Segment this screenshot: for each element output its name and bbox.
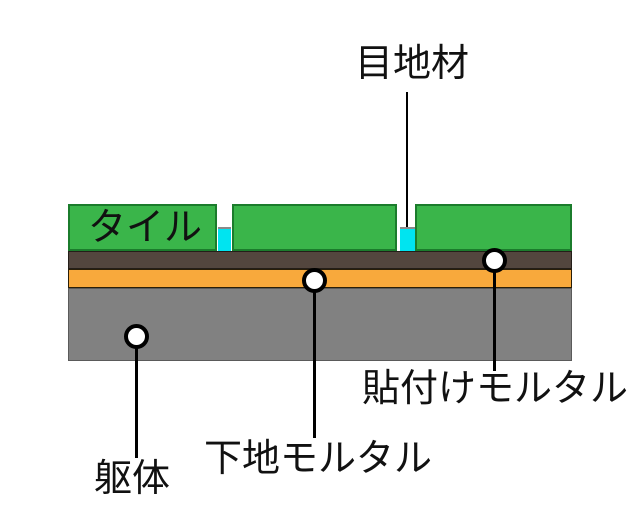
base-mortar-leader-line xyxy=(313,291,316,438)
adhesive-mortar-label: 貼付けモルタル xyxy=(362,368,629,410)
structure-body-label: 躯体 xyxy=(94,458,171,500)
structure-body-leader-line xyxy=(135,347,138,458)
tile-block-left: タイル xyxy=(68,204,217,251)
tile-block-middle xyxy=(232,204,397,251)
structure-body-layer xyxy=(68,288,572,361)
adhesive-mortar-marker-circle xyxy=(482,248,507,273)
tile-label: タイル xyxy=(88,207,203,249)
joint-material-fill-right xyxy=(400,227,415,251)
base-mortar-label: 下地モルタル xyxy=(204,438,433,480)
tile-block-right xyxy=(415,204,572,251)
structure-body-marker-circle xyxy=(124,324,149,349)
adhesive-mortar-leader-line xyxy=(493,271,496,371)
joint-material-leader-line xyxy=(406,92,408,227)
base-mortar-marker-circle xyxy=(302,268,327,293)
joint-material-fill-left xyxy=(218,227,231,251)
joint-material-label: 目地材 xyxy=(355,43,470,85)
